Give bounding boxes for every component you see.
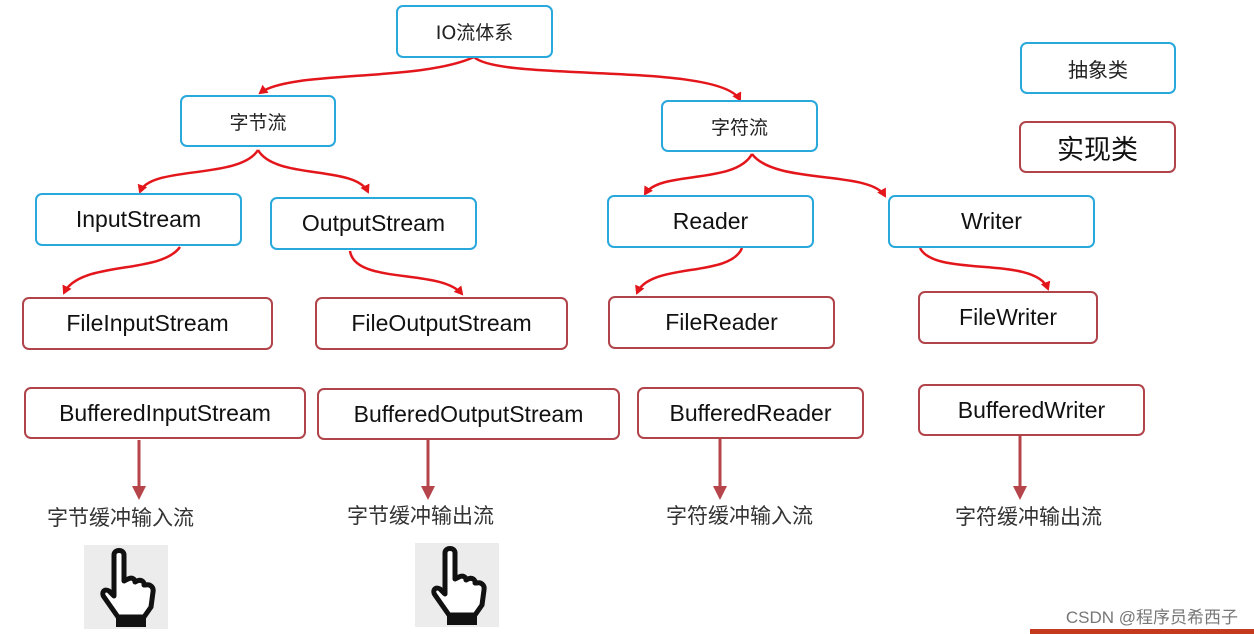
node-buffered-input-stream: BufferedInputStream	[24, 387, 306, 439]
node-buffered-reader: BufferedReader	[637, 387, 864, 439]
node-reader-label: Reader	[672, 208, 749, 234]
caption-byte-buffered-input: 字节缓冲输入流	[47, 506, 194, 530]
arrow-writer-to-filewriter	[918, 247, 1051, 291]
node-byte-stream: 字节流	[180, 95, 336, 147]
node-writer-label: Writer	[961, 208, 1022, 234]
node-input-stream-label: InputStream	[75, 206, 202, 232]
node-io-system: IO流体系	[396, 5, 553, 58]
node-file-writer: FileWriter	[918, 291, 1098, 344]
legend-abstract-class: 抽象类	[1020, 42, 1176, 94]
arrow-char-to-writer	[750, 153, 887, 198]
legend-implementation-class: 实现类	[1019, 121, 1176, 173]
pointing-hand-icon	[415, 543, 499, 627]
node-buffered-reader-label: BufferedReader	[669, 399, 832, 426]
arrow-byte-to-input	[137, 149, 260, 194]
node-file-reader: FileReader	[608, 296, 835, 349]
pointing-hand-icon	[84, 545, 168, 629]
node-reader: Reader	[607, 195, 814, 248]
node-file-writer-label: FileWriter	[959, 304, 1057, 330]
node-writer: Writer	[888, 195, 1095, 248]
arrow-io-to-char	[473, 56, 742, 102]
node-input-stream: InputStream	[35, 193, 242, 246]
node-char-stream-label: 字符流	[710, 116, 768, 139]
node-buffered-writer-label: BufferedWriter	[957, 396, 1106, 423]
caption-char-buffered-input: 字符缓冲输入流	[666, 504, 813, 528]
arrow-char-to-reader	[643, 153, 754, 196]
node-buffered-writer: BufferedWriter	[918, 384, 1145, 436]
legend-implementation-class-label: 实现类	[1057, 134, 1138, 166]
node-file-input-stream-label: FileInputStream	[66, 310, 229, 336]
node-file-output-stream: FileOutputStream	[315, 297, 568, 350]
node-file-output-stream-label: FileOutputStream	[351, 310, 532, 336]
arrow-reader-to-filereader	[635, 247, 744, 295]
node-file-reader-label: FileReader	[665, 309, 778, 335]
node-file-input-stream: FileInputStream	[22, 297, 273, 350]
arrow-byte-to-output	[256, 149, 370, 194]
legend-abstract-class-label: 抽象类	[1068, 57, 1128, 82]
node-byte-stream-label: 字节流	[229, 111, 287, 134]
node-buffered-output-stream-label: BufferedOutputStream	[353, 400, 584, 427]
node-char-stream: 字符流	[661, 100, 818, 152]
node-io-system-label: IO流体系	[435, 22, 514, 44]
node-output-stream-label: OutputStream	[301, 210, 446, 236]
arrow-output-to-fileoutput	[348, 250, 464, 296]
arrow-input-to-fileinput	[62, 246, 182, 295]
node-buffered-input-stream-label: BufferedInputStream	[59, 399, 271, 426]
caption-byte-buffered-output: 字节缓冲输出流	[347, 504, 494, 528]
arrow-io-to-byte	[258, 55, 475, 95]
corner-decoration	[1030, 629, 1254, 634]
watermark-text: CSDN @程序员希西子	[1065, 608, 1238, 627]
node-output-stream: OutputStream	[270, 197, 477, 250]
caption-char-buffered-output: 字符缓冲输出流	[955, 505, 1102, 529]
node-buffered-output-stream: BufferedOutputStream	[317, 388, 620, 440]
